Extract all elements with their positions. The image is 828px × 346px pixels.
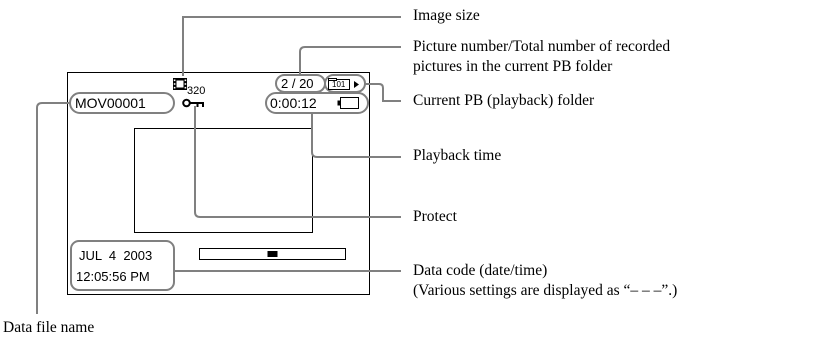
callout-image-size: Image size — [413, 7, 480, 24]
leader-image-size — [182, 16, 401, 76]
callout-data-code-1: Data code (date/time) — [413, 262, 548, 279]
progress-bar — [199, 248, 346, 260]
callout-data-code-2: (Various settings are displayed as “– – … — [413, 282, 678, 299]
callout-current-folder: Current PB (playback) folder — [413, 92, 595, 109]
leader-folder — [365, 83, 401, 102]
lcd-screen-frame — [67, 72, 370, 295]
movie-frame-icon — [173, 78, 187, 90]
leader-picture-number — [299, 46, 401, 75]
time-value: 12:05:56 PM — [76, 269, 150, 284]
callout-picture-number-2: pictures in the current PB folder — [413, 58, 613, 75]
box-data-code — [70, 240, 175, 291]
image-area — [134, 128, 313, 233]
leader-playback-time — [311, 113, 401, 158]
callout-picture-number-1: Picture number/Total number of recorded — [413, 38, 671, 55]
callout-data-file-name: Data file name — [3, 319, 95, 336]
progress-indicator — [267, 251, 278, 257]
file-name: MOV00001 — [75, 95, 146, 111]
callout-playback-time: Playback time — [413, 147, 502, 164]
battery-icon — [337, 97, 359, 109]
leader-file-name — [36, 102, 70, 314]
protect-key-icon — [182, 98, 204, 108]
callout-protect: Protect — [413, 208, 457, 225]
leader-protect — [194, 106, 401, 218]
date-value: JUL 4 2003 — [79, 248, 153, 263]
ellipse-playback-time — [265, 92, 369, 114]
folder-number: 101 — [332, 80, 346, 89]
image-size-value: 320 — [187, 85, 206, 97]
playback-time: 0:00:12 — [270, 95, 317, 111]
picture-counter: 2 / 20 — [281, 76, 314, 91]
folder-play-icon — [328, 78, 359, 90]
